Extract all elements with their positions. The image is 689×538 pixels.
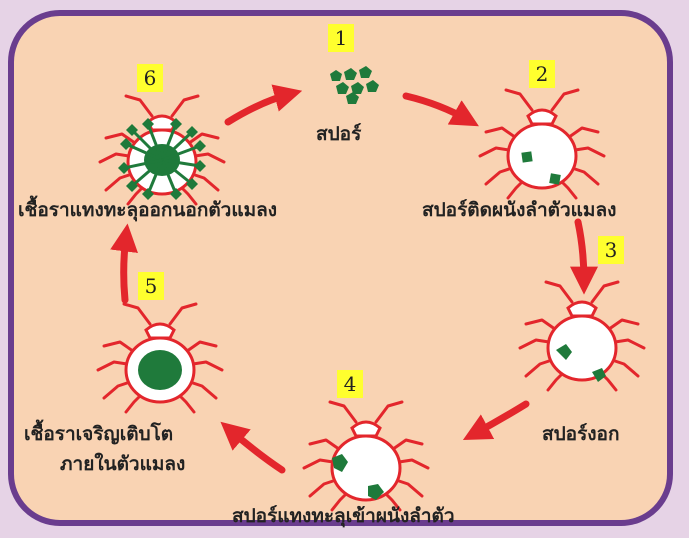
arrow-1-to-2 — [406, 96, 468, 120]
arrow-5-to-6 — [124, 236, 126, 300]
caption-step-5-line2: ภายในตัวแมลง — [60, 454, 185, 476]
caption-step-6: เชื้อราแทงทะลุออกนอกตัวแมลง — [18, 200, 277, 222]
caption-step-5-line1: เชื้อราเจริญเติบโต — [24, 424, 173, 446]
arrow-3-to-4 — [474, 404, 526, 434]
arrow-4-to-5 — [230, 430, 282, 470]
caption-step-1: สปอร์ — [316, 124, 361, 146]
caption-step-4: สปอร์แทงทะลุเข้าผนังลำตัว — [232, 506, 455, 528]
caption-step-2: สปอร์ติดผนังลำตัวแมลง — [422, 200, 616, 222]
arrow-2-to-3 — [578, 222, 584, 282]
caption-step-3: สปอร์งอก — [542, 424, 619, 446]
arrow-6-to-1 — [228, 94, 290, 122]
